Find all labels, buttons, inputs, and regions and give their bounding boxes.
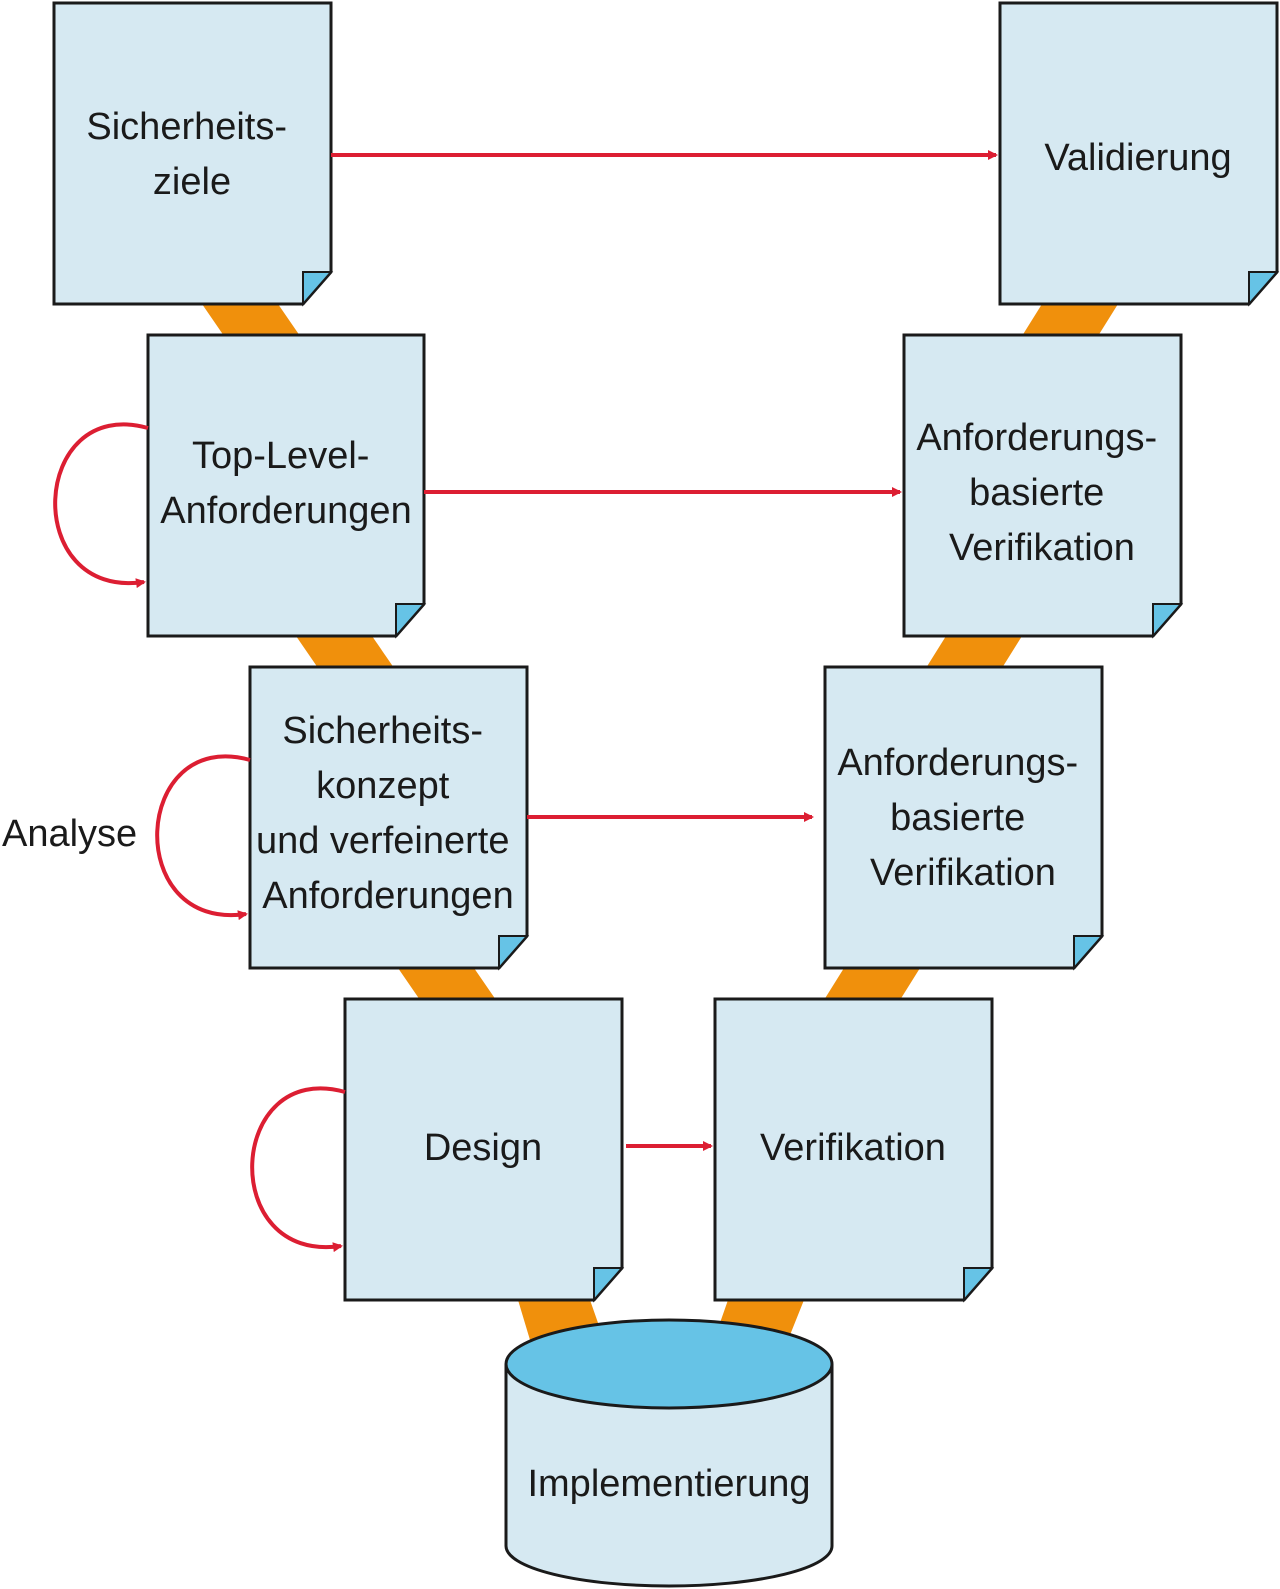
loop-arrow-design <box>250 1086 346 1253</box>
box-verifikation-2-fold <box>1073 935 1105 971</box>
connector-verifikation1-verifikation2 <box>926 636 1022 668</box>
arrow-group <box>331 150 998 1151</box>
label-group: Sicherheits- ziele Top-Level- Anforderun… <box>2 106 1232 1505</box>
box-sicherheitsziele <box>52 1 333 306</box>
loop-arrow-group <box>53 422 346 1253</box>
cylinder-body <box>504 1364 834 1588</box>
label-verifikation-1: Anforderungs- basierte Verifikation <box>916 417 1167 569</box>
label-verifikation-2: Anforderungs- basierte Verifikation <box>837 742 1088 894</box>
box-design-fold <box>593 1267 625 1303</box>
label-implementierung: Implementierung <box>527 1463 810 1505</box>
label-analyse: Analyse <box>2 813 137 855</box>
connector-validierung-verifikation1 <box>1022 304 1118 336</box>
label-verifikation-3: Verifikation <box>760 1127 946 1169</box>
cylinder-top <box>504 1318 834 1410</box>
connector-toplevel-konzept <box>296 636 394 668</box>
loop-arrow-top-level <box>53 422 149 589</box>
box-validierung-fold <box>1248 271 1280 307</box>
loop-arrow-sicherheitskonzept <box>155 754 251 921</box>
label-sicherheitskonzept: Sicherheits- konzept und verfeinerte Anf… <box>256 710 520 917</box>
document-box-group <box>52 1 1280 1303</box>
connector-verifikation2-verifikation3 <box>824 968 920 1000</box>
box-top-level-fold <box>395 603 427 639</box>
box-top-level <box>146 333 426 638</box>
label-sicherheitsziele: Sicherheits- ziele <box>86 106 297 203</box>
box-sicherheitskonzept-fold <box>498 935 530 971</box>
box-verifikation-3-fold <box>963 1267 995 1303</box>
connector-konzept-design <box>398 968 496 1000</box>
connector-sicherheitsziele-toplevel <box>202 304 300 336</box>
implementierung-cylinder <box>504 1318 834 1588</box>
label-validierung: Validierung <box>1044 137 1231 179</box>
box-verifikation-1-fold <box>1152 603 1184 639</box>
box-sicherheitsziele-fold <box>302 271 334 307</box>
label-design: Design <box>424 1127 542 1169</box>
label-top-level: Top-Level- Anforderungen <box>160 435 411 532</box>
